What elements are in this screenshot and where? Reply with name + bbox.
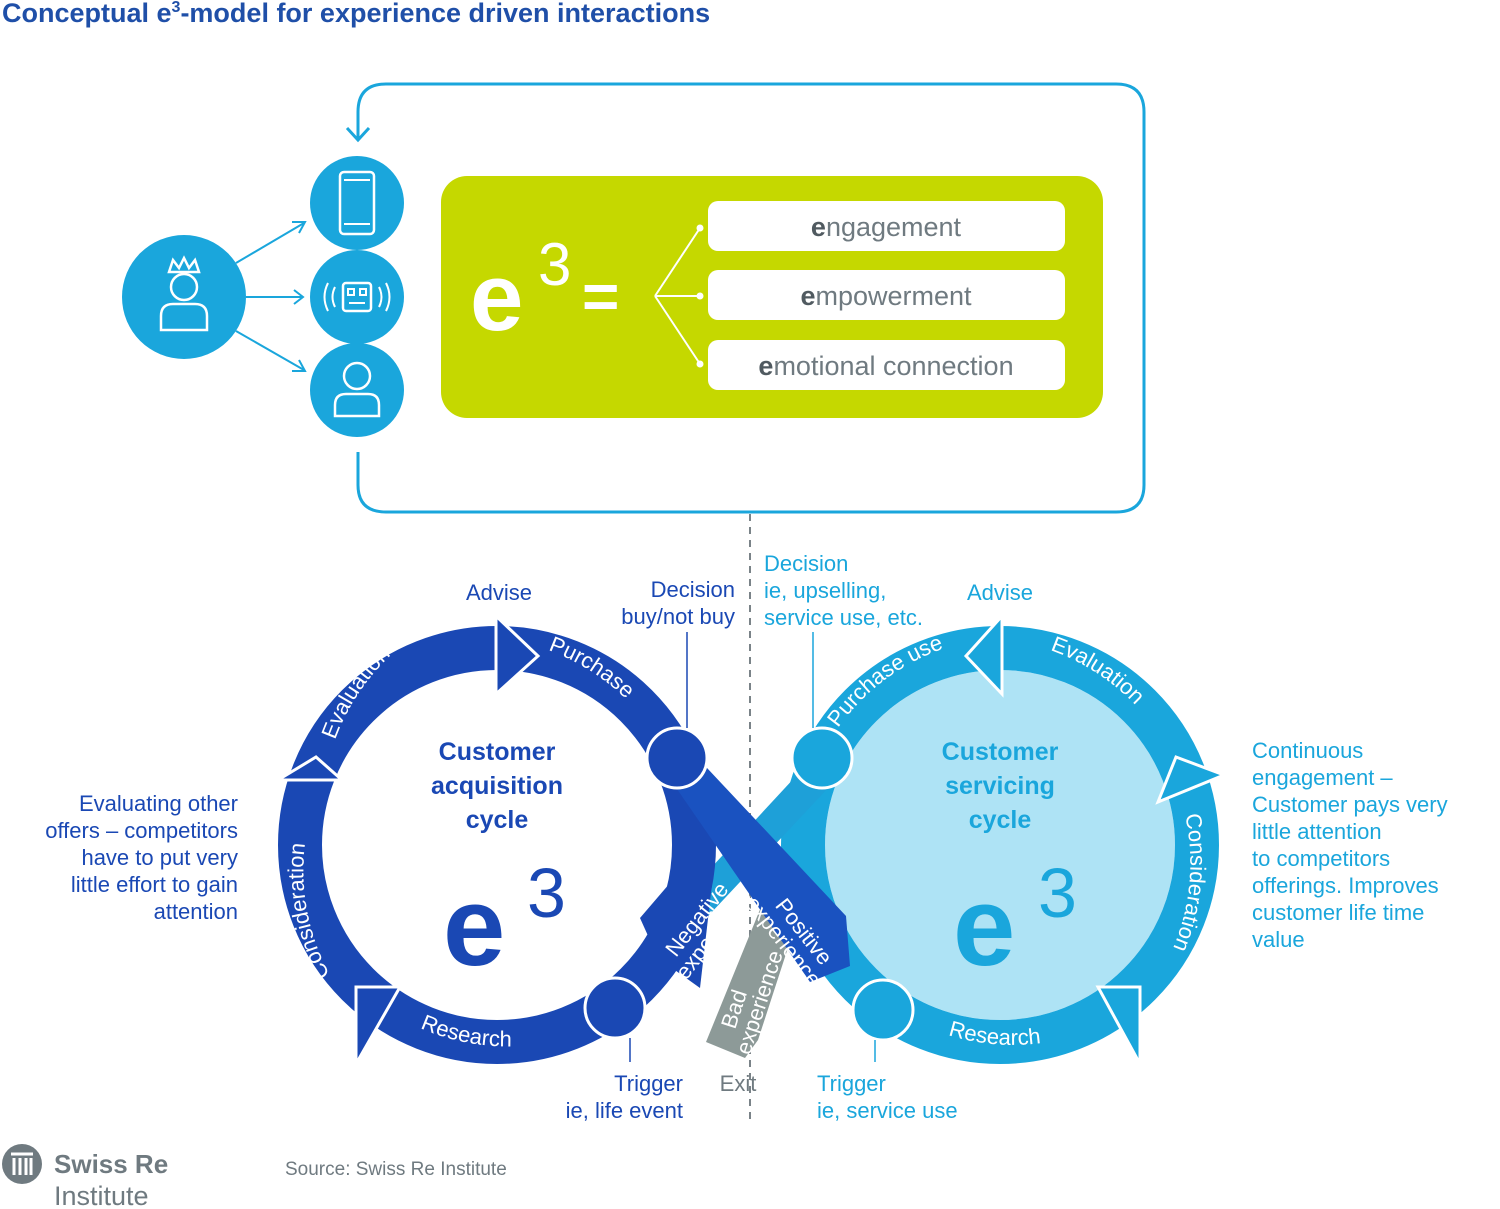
acquisition-e3-e: e: [443, 864, 505, 989]
human-agent-icon: [310, 343, 404, 437]
trigger-node-servicing: [851, 978, 915, 1042]
pillar-label-engagement: engagement: [811, 212, 962, 242]
decision-node-servicing: [790, 726, 854, 790]
acquisition-arrow-consideration: [272, 755, 346, 782]
decision-node-acquisition: [645, 726, 709, 790]
formula-exponent: 3: [538, 231, 571, 298]
servicing-arrow-advise: [963, 612, 1004, 698]
pillar-emotional-connection: [708, 340, 1065, 390]
pillar-empowerment: [708, 270, 1065, 320]
negative-experience-arrow: [640, 848, 715, 988]
robot-advisor-icon: [310, 250, 404, 344]
mobile-phone-icon: [310, 156, 404, 250]
trigger-node-acquisition: [583, 976, 647, 1040]
source-note: Source: Swiss Re Institute: [285, 1159, 507, 1180]
logo-text-institute: Institute: [54, 1181, 149, 1209]
diagram-title: Conceptual e3-model for experience drive…: [2, 0, 710, 28]
logo-text-swiss-re: Swiss Re: [54, 1149, 168, 1179]
acquisition-e3-exponent: 3: [527, 854, 566, 932]
pillar-engagement: [708, 201, 1065, 251]
servicing-e3-exponent: 3: [1038, 854, 1077, 932]
servicing-advise-label: Advise: [967, 580, 1033, 605]
exit-label: Exit: [720, 1071, 757, 1096]
acquisition-advise-label: Advise: [466, 580, 532, 605]
feedback-loop-frame: [345, 82, 1146, 514]
channel-arrows: [235, 221, 307, 372]
servicing-arrow-research: [1095, 985, 1142, 1065]
formula-bracket: [654, 227, 701, 365]
customer-icon: [122, 235, 246, 359]
pillar-label-emotional-connection: emotional connection: [758, 351, 1013, 381]
servicing-cycle-fill: [825, 670, 1175, 1020]
acquisition-arrow-advise: [494, 612, 541, 698]
swiss-re-logo: Swiss Re Institute: [2, 1144, 168, 1209]
servicing-e3-e: e: [953, 864, 1015, 989]
formula-equals: =: [582, 260, 619, 332]
servicing-arrow-consideration: [1155, 755, 1229, 805]
feedback-arrowhead: [345, 126, 371, 143]
formula-e: e: [470, 244, 523, 351]
positive-experience-arrow: [668, 752, 850, 982]
acquisition-arrow-research: [354, 985, 403, 1070]
pillar-label-empowerment: empowerment: [800, 281, 972, 311]
